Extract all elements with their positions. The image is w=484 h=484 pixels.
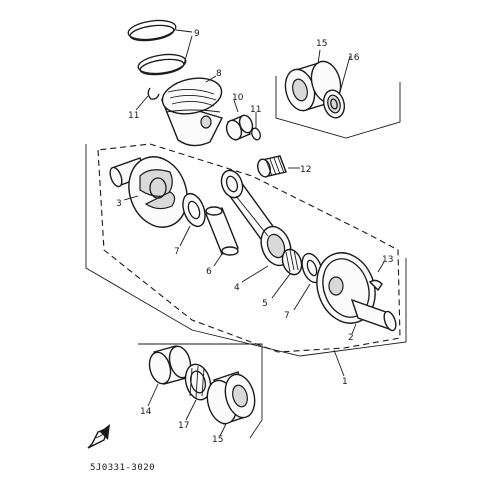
callout-15-upper: 15 [316, 39, 327, 49]
crankshaft-assembly-box [97, 143, 401, 353]
callout-15-lower: 15 [212, 435, 223, 445]
callout-11-left: 11 [128, 111, 139, 121]
connecting-rod [220, 169, 292, 267]
diagram-code: 5J0331-3020 [90, 463, 155, 473]
callout-11-right: 11 [250, 105, 261, 115]
oil-seal [322, 89, 346, 119]
bearing-collar [148, 345, 192, 385]
callout-14: 14 [140, 407, 152, 417]
callout-5: 5 [262, 299, 268, 309]
callout-13: 13 [382, 255, 393, 265]
crankshaft-assembly-bracket [85, 144, 407, 357]
callout-6: 6 [206, 267, 212, 277]
front-arrow-icon [87, 424, 110, 449]
piston-pin-clip-right [251, 127, 261, 141]
piston [160, 77, 223, 147]
callout-10: 10 [232, 93, 244, 103]
callout-8: 8 [216, 69, 222, 79]
crank-pin [205, 206, 239, 256]
callout-17: 17 [178, 421, 189, 431]
callout-labels: 9 8 11 10 11 12 15 16 3 7 6 4 5 7 13 2 1… [116, 29, 393, 445]
piston-pin-clip-left [147, 87, 160, 100]
needle-bearing [184, 363, 212, 401]
thrust-washer-left [182, 192, 206, 228]
callout-7-left: 7 [174, 247, 180, 257]
upper-bearing-bracket [275, 76, 401, 139]
callout-12: 12 [300, 165, 311, 175]
callout-7-right: 7 [284, 311, 290, 321]
leader-lines [123, 29, 385, 437]
piston-pin [225, 114, 254, 141]
callout-3: 3 [116, 199, 122, 209]
crank-wheel-right [316, 252, 397, 332]
callout-2: 2 [348, 333, 354, 343]
callout-1: 1 [342, 377, 348, 387]
callout-4: 4 [234, 283, 240, 293]
callout-16: 16 [348, 53, 360, 63]
lower-bearing-bracket [138, 343, 263, 439]
crank-bearing-upper [284, 60, 342, 112]
crank-wheel-left [109, 156, 188, 228]
crank-bearing-lower [206, 371, 256, 425]
small-end-bearing [257, 155, 287, 178]
big-end-bearing [281, 248, 303, 276]
callout-9: 9 [194, 29, 200, 39]
piston-rings [127, 19, 187, 76]
woodruff-key [368, 279, 383, 292]
